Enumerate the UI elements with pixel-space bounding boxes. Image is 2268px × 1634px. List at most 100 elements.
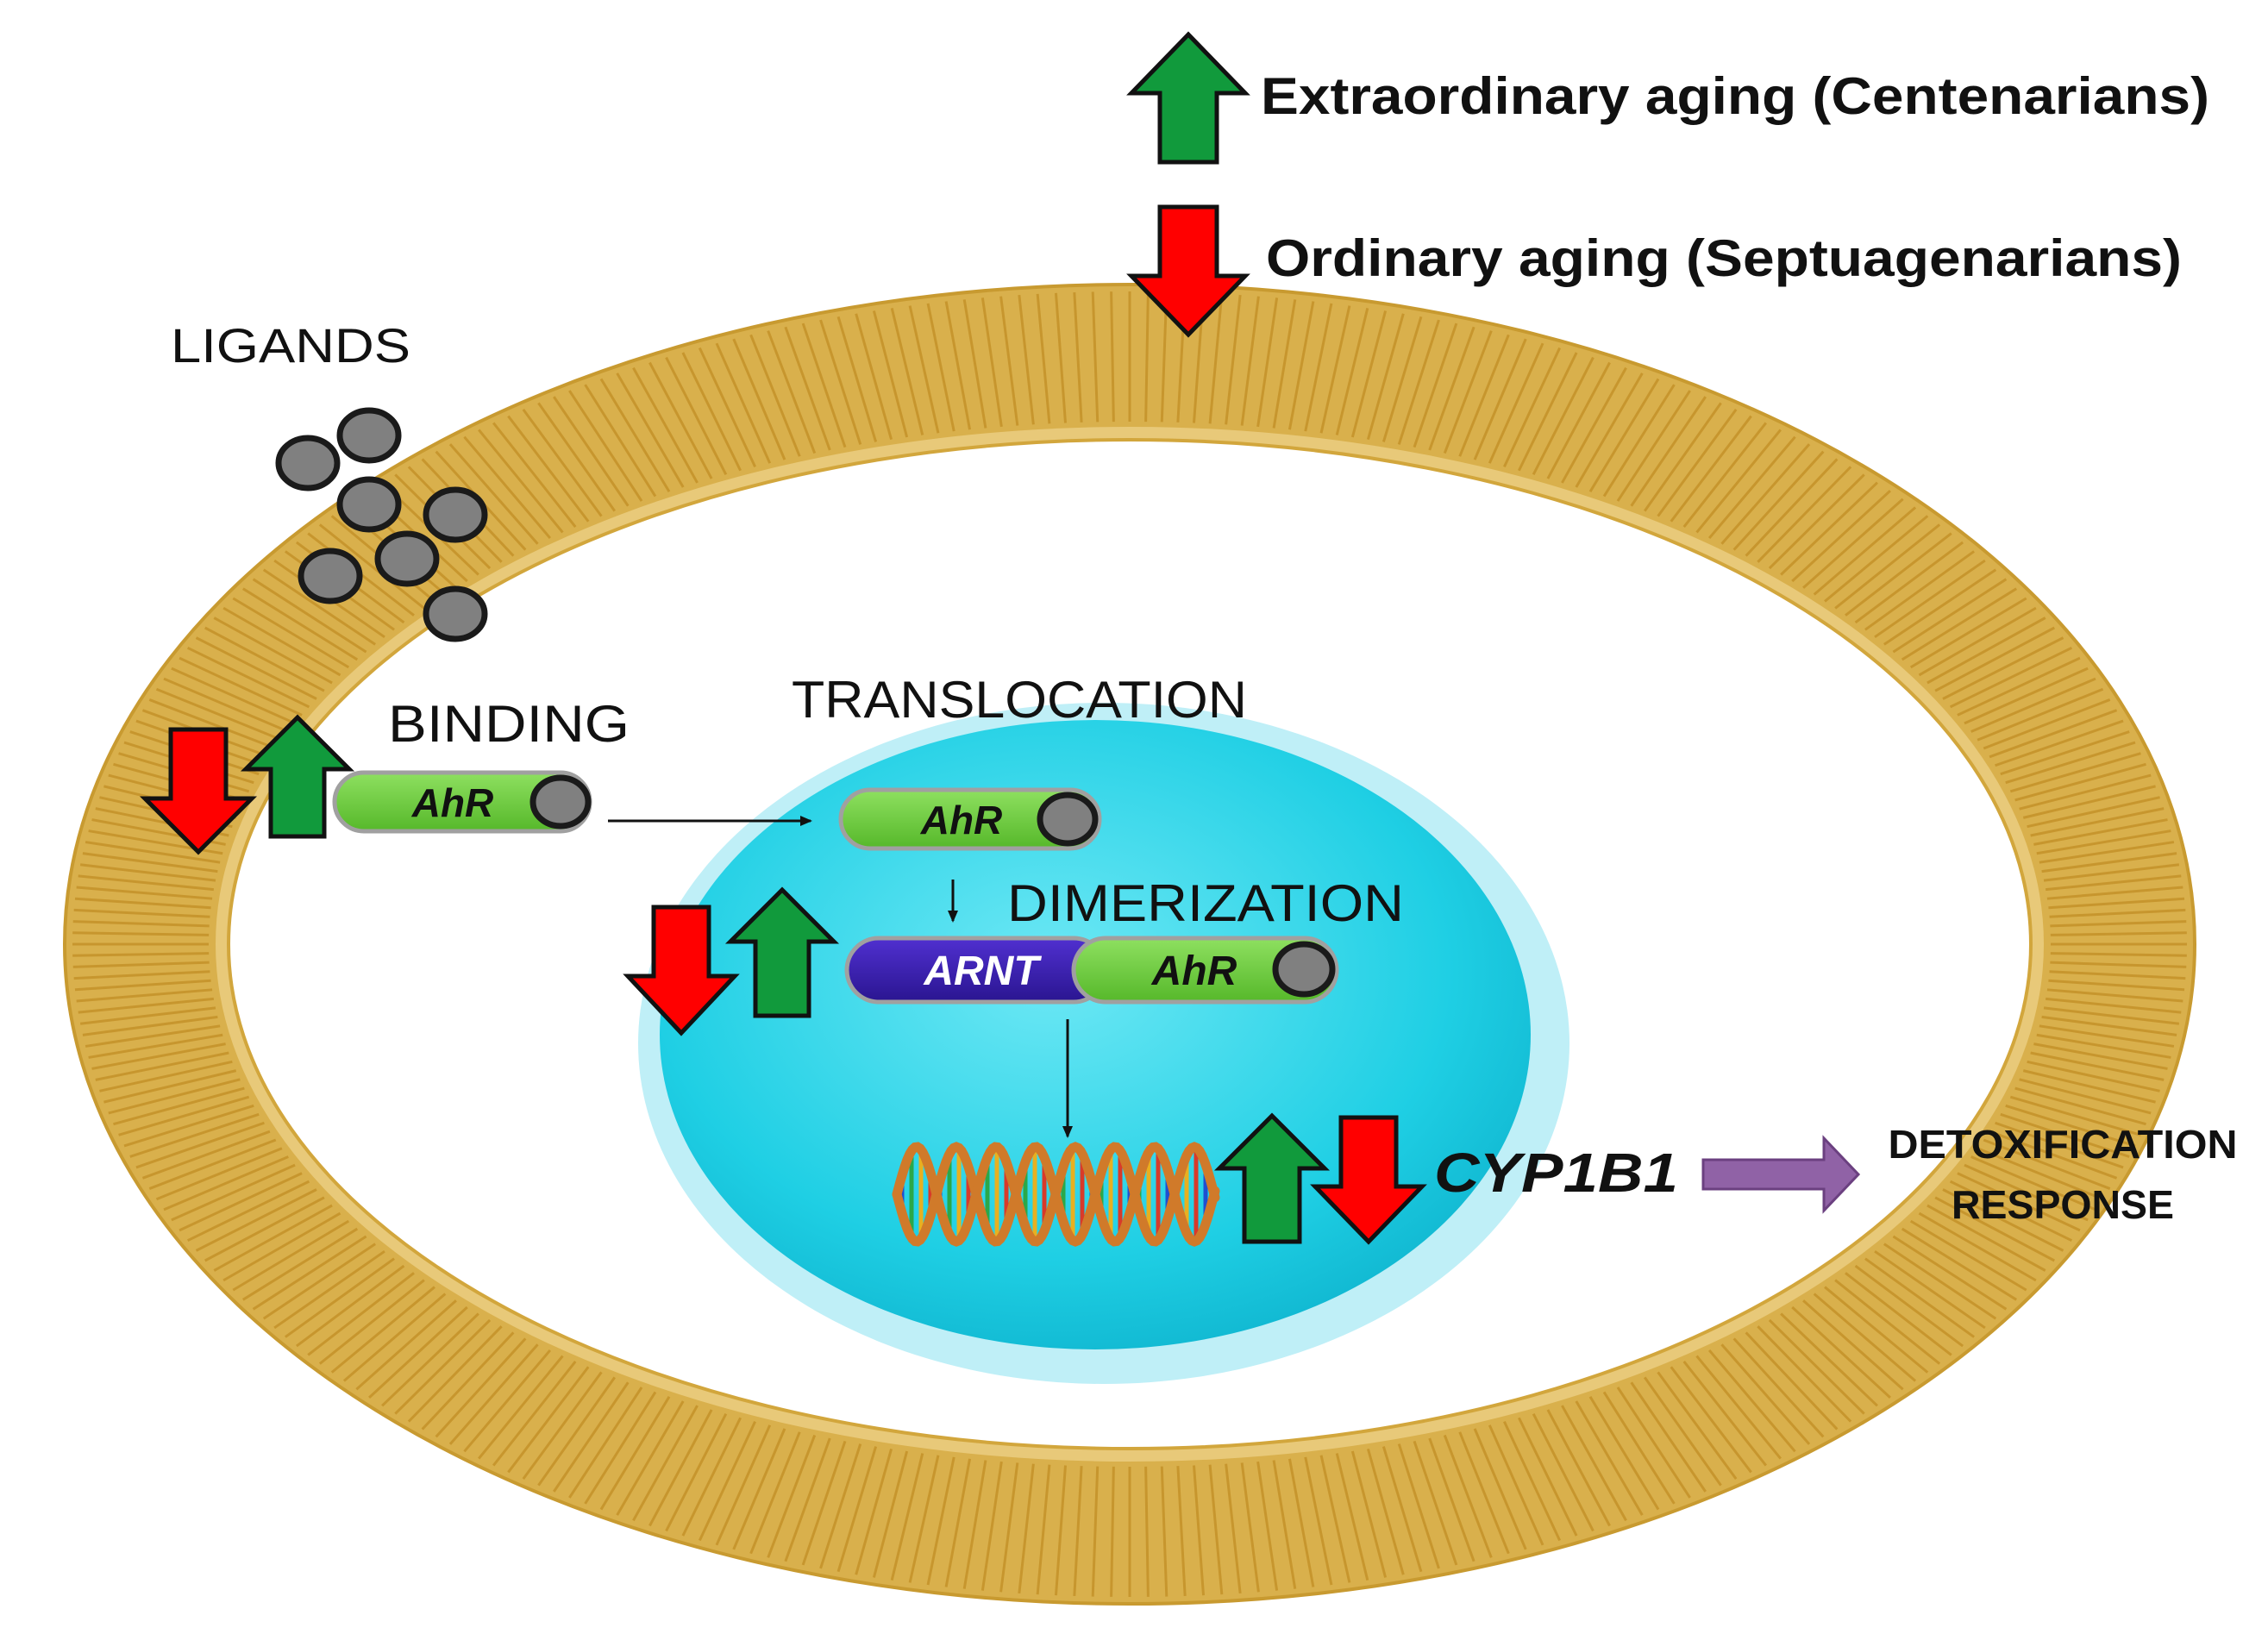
lipid-stripe	[355, 1299, 457, 1391]
lipid-stripe	[1350, 310, 1388, 438]
lipid-stripe	[1732, 1337, 1825, 1438]
lipid-stripe	[1532, 356, 1594, 476]
lipid-stripe	[448, 1343, 539, 1445]
lipid-stripe	[1745, 1331, 1839, 1431]
lipid-stripe	[584, 1391, 657, 1505]
lipid-stripe	[1892, 1235, 2008, 1311]
lipid-stripe	[2048, 979, 2185, 992]
lipid-stripe	[732, 338, 786, 460]
lipid-stripe	[2000, 730, 2130, 776]
lipid-stripe	[836, 316, 878, 442]
lipid-stripe	[296, 1264, 405, 1348]
lipid-stripe	[1036, 293, 1051, 424]
lipid-stripe	[1503, 347, 1562, 468]
lipid-stripe	[2043, 1006, 2180, 1025]
lipid-stripe	[855, 1448, 893, 1575]
lipid-stripe	[2005, 741, 2136, 785]
lipid-stripe	[1144, 291, 1150, 423]
lipid-stripe	[944, 301, 972, 430]
lipid-stripe	[698, 1420, 756, 1542]
lipid-stripe	[1443, 1434, 1493, 1558]
lipid-stripe	[232, 597, 350, 669]
lipid-stripe	[478, 429, 564, 534]
lipid-stripe	[522, 409, 603, 517]
lipid-stripe	[232, 1219, 350, 1292]
lipid-stripe	[95, 1051, 229, 1081]
lipid-stripe	[1909, 1219, 2027, 1292]
lipid-stripe	[1892, 578, 2008, 654]
lipid-stripe	[76, 988, 213, 1003]
lipid-stripe	[2036, 1033, 2171, 1059]
lipid-stripe	[1883, 1243, 1997, 1320]
lipid-stripe	[79, 1006, 216, 1025]
lipid-stripe	[241, 587, 359, 661]
lipid-stripe	[171, 667, 296, 725]
lipid-stripe	[1616, 1387, 1691, 1499]
lipid-stripe	[241, 1227, 359, 1301]
lipid-stripe	[1883, 568, 1997, 646]
lipid-stripe	[2009, 752, 2141, 793]
lipid-stripe	[2033, 818, 2168, 846]
lipid-stripe	[507, 1366, 590, 1474]
lipid-stripe	[1176, 1466, 1187, 1597]
lipid-stripe	[632, 366, 699, 484]
lipid-stripe	[186, 1180, 310, 1243]
lipid-stripe	[632, 1405, 699, 1522]
lipid-stripe	[273, 1249, 385, 1330]
lipid-stripe	[749, 334, 801, 457]
lipid-stripe	[342, 1293, 447, 1382]
lipid-stripe	[1018, 1463, 1035, 1594]
lipid-stripe	[118, 1095, 250, 1136]
lipid-stripe	[2041, 852, 2177, 873]
lipid-stripe	[1720, 1343, 1811, 1445]
dna-helix-icon	[892, 1142, 1220, 1247]
lipid-stripe	[108, 1078, 241, 1115]
lipid-stripe	[123, 1104, 254, 1148]
lipid-stripe	[1657, 1371, 1738, 1480]
arnt-label: ARNT	[923, 948, 1042, 994]
lipid-stripe	[801, 1440, 847, 1566]
up-arrow-icon	[1126, 31, 1250, 165]
ahr-complex-cytoplasm: AhR	[332, 770, 592, 834]
binding-label: BINDING	[388, 695, 630, 753]
legend-up-label: Extraordinary aging (Centenarians)	[1261, 67, 2209, 125]
lipid-stripe	[1272, 299, 1297, 429]
lipid-stripe	[1780, 481, 1878, 576]
lipid-stripe	[129, 1112, 260, 1158]
lipid-stripe	[1413, 322, 1458, 448]
lipid-stripe	[262, 1243, 376, 1320]
lipid-stripe	[88, 1033, 223, 1059]
lipid-stripe	[926, 303, 955, 432]
lipid-stripe	[1616, 390, 1691, 502]
lipid-stripe	[553, 396, 630, 507]
ahr-label: AhR	[920, 798, 1003, 842]
lipid-stripe	[2048, 897, 2185, 910]
lipid-stripe	[1768, 1318, 1865, 1415]
lipid-stripe	[537, 402, 617, 512]
lipid-stripe	[478, 1355, 564, 1460]
lipid-stripe	[2005, 1104, 2136, 1148]
lipid-stripe	[1561, 366, 1627, 484]
lipid-stripe	[82, 852, 218, 873]
lipid-stripe	[1854, 1264, 1964, 1348]
lipid-stripe	[394, 1318, 492, 1415]
lipid-stripe	[1934, 626, 2055, 692]
lipid-stripe	[1732, 450, 1825, 551]
lipid-stripe	[1588, 1396, 1660, 1511]
lipid-stripe	[1970, 1155, 2096, 1211]
lipid-stripe	[72, 931, 210, 936]
lipid-stripe	[74, 897, 211, 910]
lipid-stripe	[1845, 1272, 1952, 1356]
lipid-stripe	[1934, 1196, 2055, 1262]
response-label-line1: DETOXIFICATION	[1889, 1122, 2238, 1167]
lipid-stripe	[1110, 1466, 1115, 1597]
lipid-stripe	[1350, 1450, 1388, 1578]
lipid-stripe	[1964, 1163, 2089, 1222]
lipid-stripe	[1575, 373, 1644, 488]
lipid-stripe	[1018, 294, 1035, 425]
lipid-stripe	[204, 626, 325, 692]
lipid-stripe	[1949, 646, 2073, 709]
ligand-cluster	[275, 407, 488, 642]
